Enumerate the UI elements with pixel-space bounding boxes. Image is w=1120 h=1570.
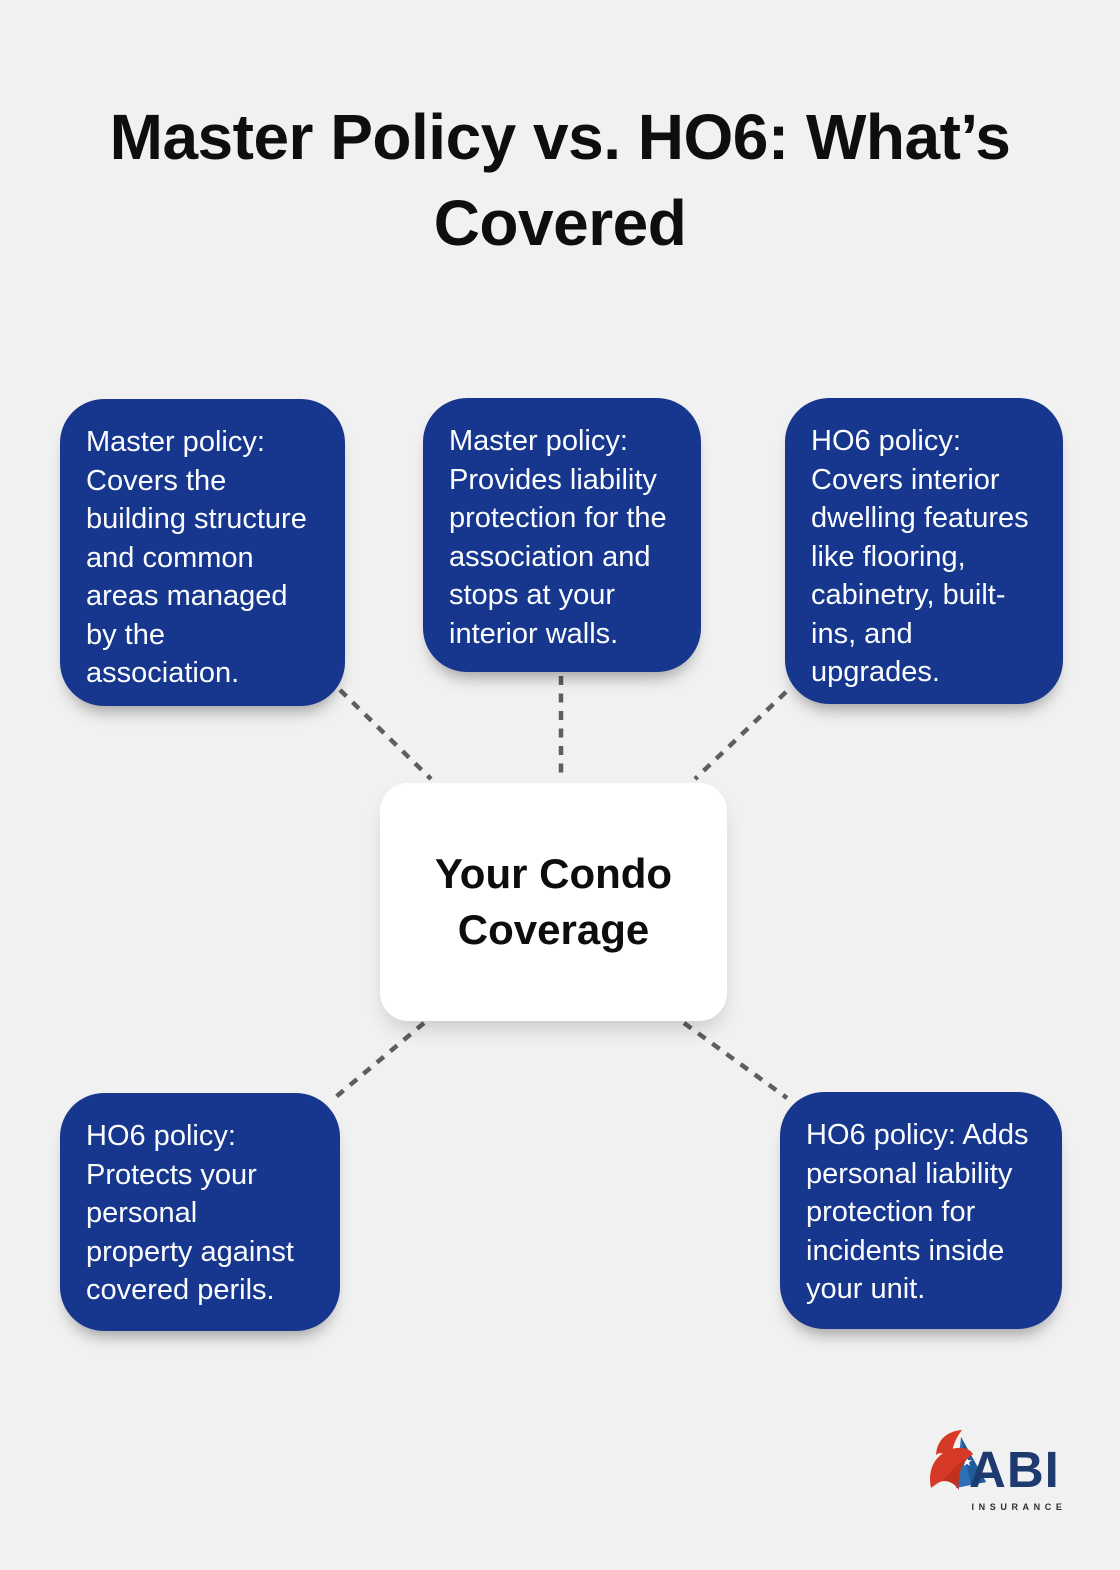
connector-bottom-left — [329, 1021, 426, 1103]
logo-abi-text: ABI — [969, 1441, 1060, 1498]
connector-bottom-right — [682, 1021, 789, 1100]
abi-flag-icon: ★ — [930, 1430, 986, 1490]
node-ho6-personal-liability: HO6 policy: Adds personal liability prot… — [780, 1092, 1062, 1329]
logo-insurance-text: INSURANCE — [971, 1502, 1067, 1512]
node-ho6-personal-property: HO6 policy: Protects your personal prope… — [60, 1093, 340, 1331]
abi-insurance-logo: ★ ABI INSURANCE — [923, 1428, 1073, 1516]
center-node-your-condo-coverage: Your Condo Coverage — [380, 783, 727, 1021]
page-title: Master Policy vs. HO6: What’s Covered — [109, 101, 1011, 259]
node-ho6-interior-features: HO6 policy: Covers interior dwelling fea… — [785, 398, 1063, 704]
node-master-policy-structure: Master policy: Covers the building struc… — [60, 399, 345, 706]
svg-text:★: ★ — [961, 1454, 973, 1469]
connector-top-left — [338, 688, 433, 781]
connector-top-right — [693, 690, 788, 781]
node-master-policy-liability: Master policy: Provides liability protec… — [423, 398, 701, 672]
